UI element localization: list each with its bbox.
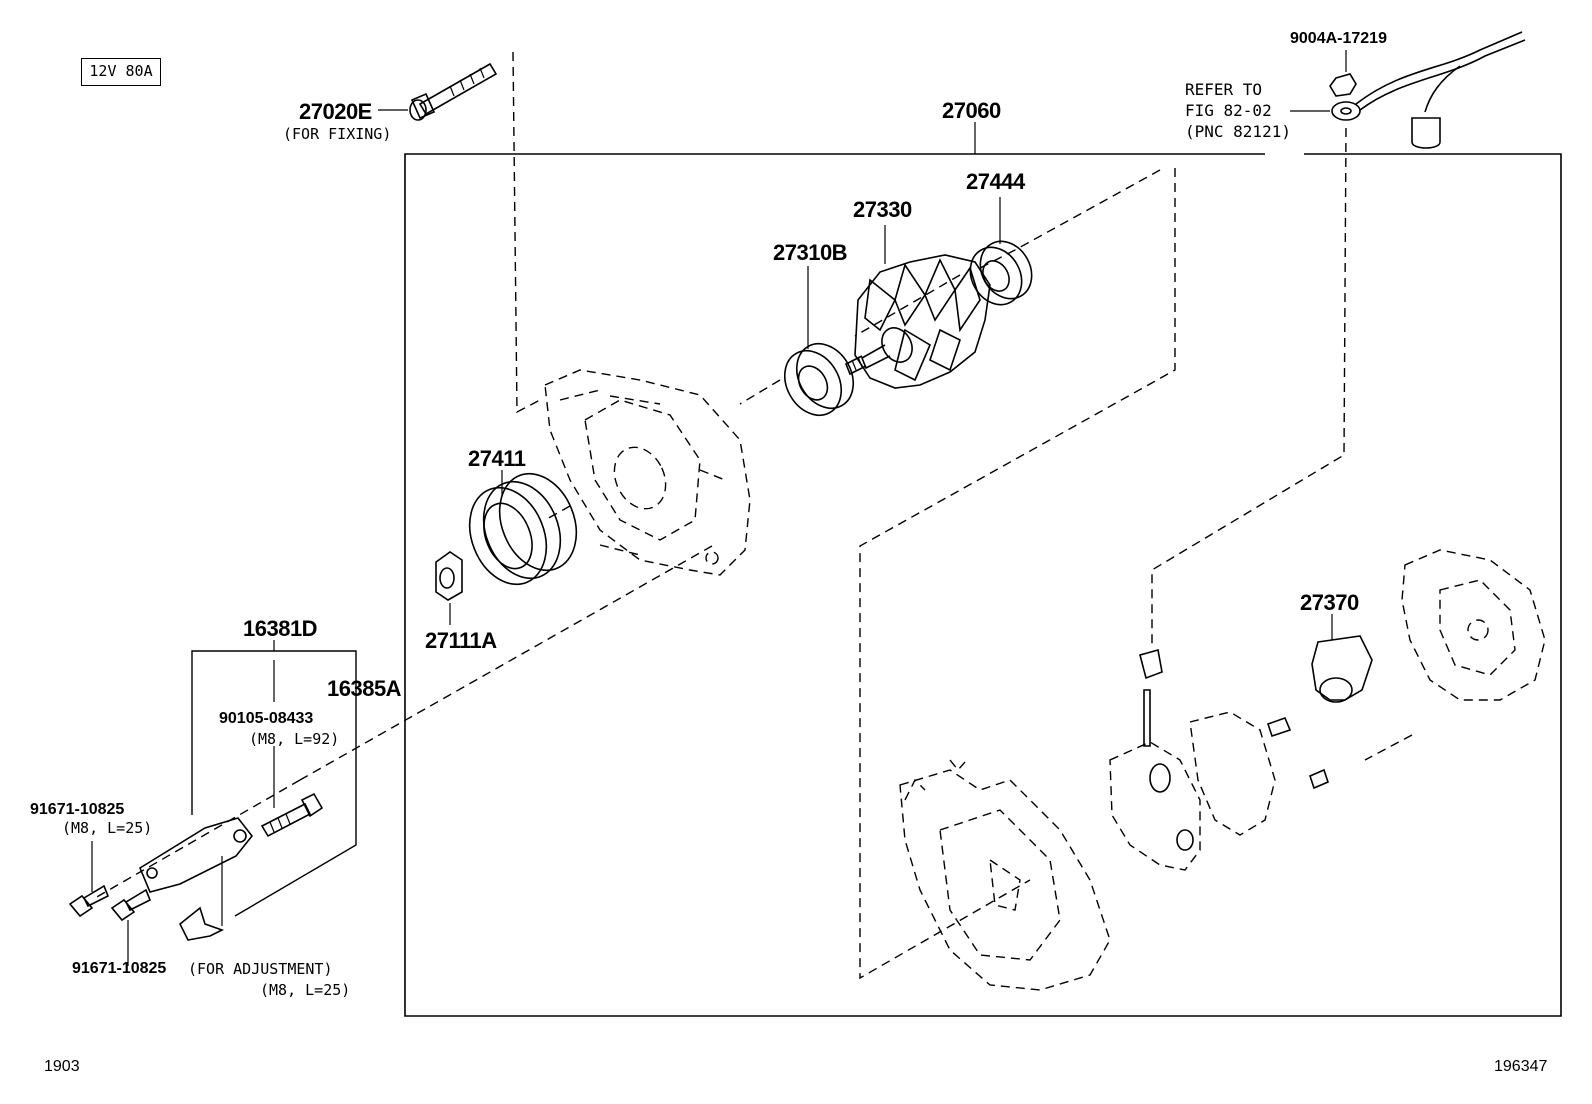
pulley-nut-drawing bbox=[435, 551, 463, 601]
ground-axis-line bbox=[1151, 127, 1347, 648]
refer-line-2[interactable]: FIG 82-02 bbox=[1185, 101, 1272, 120]
spec-label: 12V 80A bbox=[81, 58, 161, 86]
upper-bolt-drawing bbox=[68, 884, 110, 918]
bracket-bolt-drawing bbox=[260, 792, 324, 838]
rear-housing-drawing bbox=[899, 759, 1111, 991]
footer-left-code: 1903 bbox=[44, 1058, 80, 1075]
label-16381D[interactable]: 16381D bbox=[243, 616, 318, 641]
front-bearing-drawing bbox=[783, 343, 855, 416]
label-91671-10825-upper-spec: (M8, L=25) bbox=[62, 819, 153, 837]
label-27020E[interactable]: 27020E bbox=[299, 99, 372, 124]
label-16385A[interactable]: 16385A bbox=[327, 676, 402, 701]
label-90105-08433-spec: (M8, L=92) bbox=[249, 730, 340, 748]
label-27111A[interactable]: 27111A bbox=[425, 628, 497, 653]
fixing-bolt-drawing bbox=[409, 62, 498, 121]
rear-bearing-drawing bbox=[969, 240, 1033, 306]
label-27411[interactable]: 27411 bbox=[468, 446, 526, 471]
terminal-cap-drawing bbox=[1139, 648, 1163, 680]
label-27020E-note: (FOR FIXING) bbox=[283, 125, 392, 143]
label-91671-10825-upper[interactable]: 91671-10825 bbox=[30, 801, 125, 818]
label-27310B[interactable]: 27310B bbox=[773, 240, 848, 265]
rotor-axis-line bbox=[1014, 169, 1161, 251]
drive-end-frame-drawing bbox=[544, 369, 751, 576]
brush-holder-drawing bbox=[1189, 711, 1329, 836]
bracket-axis-line bbox=[299, 545, 713, 781]
ground-nut-drawing bbox=[1329, 31, 1526, 149]
rectifier-drawing bbox=[1109, 689, 1201, 871]
label-91671-10825-adjust-note: (FOR ADJUSTMENT) bbox=[188, 960, 333, 978]
refer-line-3: (PNC 82121) bbox=[1185, 122, 1291, 141]
bolt-axis-line bbox=[512, 51, 541, 414]
label-91671-10825-adjust-spec: (M8, L=25) bbox=[260, 981, 351, 999]
label-9004A-17219[interactable]: 9004A-17219 bbox=[1290, 30, 1387, 47]
label-27444[interactable]: 27444 bbox=[966, 169, 1025, 194]
bracket-drawing bbox=[138, 817, 254, 941]
regulator-drawing bbox=[1311, 635, 1373, 703]
label-91671-10825-adjust[interactable]: 91671-10825 bbox=[72, 960, 167, 977]
main-axis-line bbox=[859, 168, 1176, 980]
adjust-bolt-drawing bbox=[110, 888, 152, 922]
label-27370[interactable]: 27370 bbox=[1300, 590, 1359, 615]
refer-line-1: REFER TO bbox=[1185, 80, 1263, 99]
footer-right-code: 196347 bbox=[1494, 1058, 1548, 1075]
rotor-drawing bbox=[844, 254, 991, 389]
label-27330[interactable]: 27330 bbox=[853, 197, 912, 222]
assembly-frame bbox=[404, 153, 1562, 1017]
label-90105-08433[interactable]: 90105-08433 bbox=[219, 710, 314, 727]
label-27060[interactable]: 27060 bbox=[942, 98, 1001, 123]
pulley-drawing bbox=[468, 472, 578, 586]
rear-cover-drawing bbox=[1401, 549, 1546, 701]
bracket-set-bracket bbox=[191, 650, 357, 917]
